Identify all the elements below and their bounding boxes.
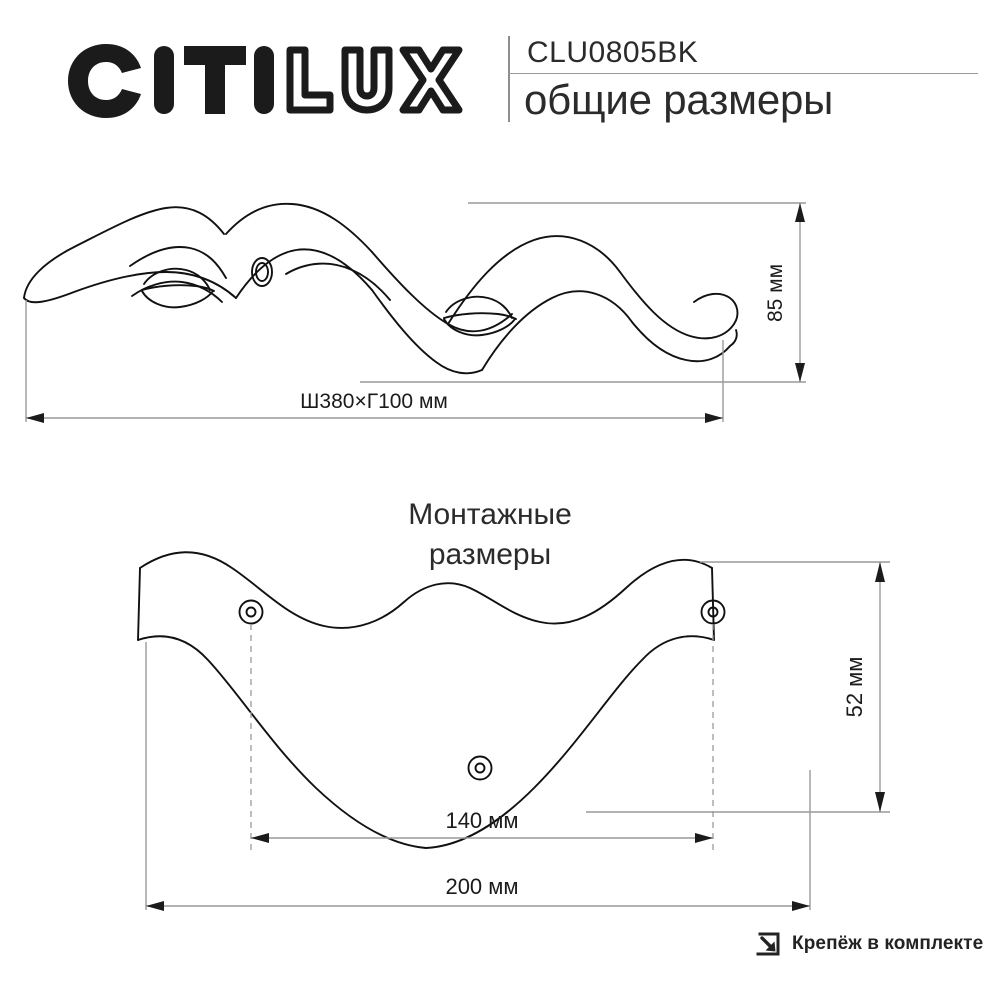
dimension-height-85: 85 мм xyxy=(360,202,806,383)
mounting-plate-outline xyxy=(137,551,715,849)
header-vertical-divider xyxy=(508,36,510,122)
dimension-label-height-85: 85 мм xyxy=(764,264,787,322)
citilux-logo xyxy=(68,44,463,118)
dimension-width-depth: Ш380×Г100 мм xyxy=(25,300,724,423)
mounting-hole-left xyxy=(238,599,264,625)
dimension-total-width-200: 200 мм xyxy=(145,642,811,911)
product-code: CLU0805BK xyxy=(527,36,699,69)
mounting-hole-right xyxy=(700,599,726,625)
fasteners-included-badge: Крепёж в комплекте xyxy=(754,930,983,958)
fasteners-included-label: Крепёж в комплекте xyxy=(792,933,984,954)
page-header: CLU0805BK общие размеры xyxy=(0,0,1000,150)
dimension-label-140: 140 мм xyxy=(445,808,518,833)
header-horizontal-rule xyxy=(508,73,978,74)
mounting-title-line1: Монтажные xyxy=(408,498,572,531)
dimension-height-52: 52 мм xyxy=(586,561,890,813)
dimension-label-200: 200 мм xyxy=(445,874,518,899)
general-dimensions-drawing: Ш380×Г100 мм 85 мм xyxy=(23,202,806,423)
arrow-into-box-icon xyxy=(756,932,780,956)
page-title: общие размеры xyxy=(524,76,834,123)
dimension-label-52: 52 мм xyxy=(842,657,867,718)
dimension-label-width-depth: Ш380×Г100 мм xyxy=(300,390,448,413)
mounting-hole-center xyxy=(467,755,493,781)
mounting-dimensions-drawing: Монтажные размеры 140 мм xyxy=(137,498,890,911)
lamp-body-outline xyxy=(23,202,739,375)
mounting-title-line2: размеры xyxy=(429,538,551,571)
dimension-hole-spacing-140: 140 мм xyxy=(251,808,713,843)
